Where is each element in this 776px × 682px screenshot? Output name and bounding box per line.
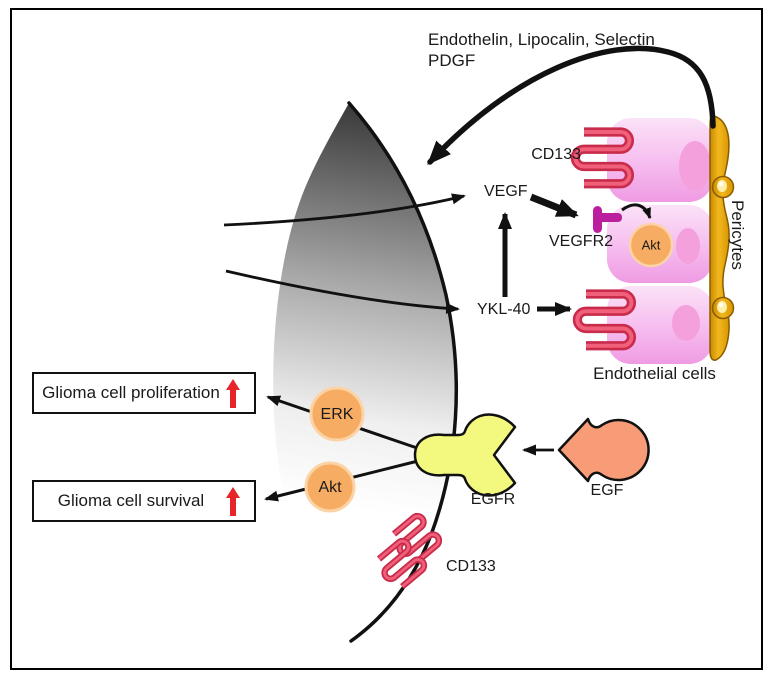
endothelial-nucleus [672,305,700,341]
pericyte-band [709,115,735,361]
egf-label: EGF [590,481,624,499]
endothelial-cells-label: Endothelial cells [593,364,716,383]
vegf-label: VEGF [484,183,528,200]
erk-label: ERK [320,405,354,423]
akt-label: Akt [318,478,342,496]
cd133-bottom-label: CD133 [446,558,496,575]
egfr-receptor-icon [413,413,517,497]
red-up-arrow-icon [226,379,240,408]
egf-ligand-icon [557,417,650,483]
endothelial-nucleus [676,228,700,264]
vegf-to-vegfr2-arrow [529,193,579,219]
cd133-top-label: CD133 [531,146,581,163]
pericyte-cell-body [711,175,735,199]
red-up-arrow-icon [226,487,240,516]
pericyte-to-glioma-arrow [427,45,716,165]
glioma-survival-box: Glioma cell survival [32,480,256,522]
egfr-label: EGFR [470,490,516,508]
erk-node [309,386,365,442]
glioma-to-ykl40-arrow [225,269,460,314]
ykl40-label: YKL-40 [477,301,531,318]
secreted-factors-label: Endothelin, Lipocalin, Selectin PDGF [428,29,655,71]
vegfr2-label: VEGFR2 [549,233,614,250]
secreted-factors-line2: PDGF [428,51,476,70]
glioma-survival-label: Glioma cell survival [57,491,205,510]
akt-endothelial-node [628,222,674,268]
pericytes-label: Pericytes [728,200,747,270]
akt-node [304,461,356,513]
endothelial-nucleus [679,141,711,191]
glioma-to-vegf-arrow [223,193,466,227]
vegfr2-receptor-icon [593,206,622,233]
pericyte-cell-body [711,296,735,320]
akt-endothelial-label: Akt [641,237,661,253]
glioma-proliferation-label: Glioma cell proliferation [42,383,220,402]
glioma-proliferation-box: Glioma cell proliferation [32,372,256,414]
vegfr2-to-akt-arrow [621,203,652,219]
glioma-cell-body [273,103,457,641]
figure-border [10,8,763,670]
secreted-factors-line1: Endothelin, Lipocalin, Selectin [428,30,655,49]
